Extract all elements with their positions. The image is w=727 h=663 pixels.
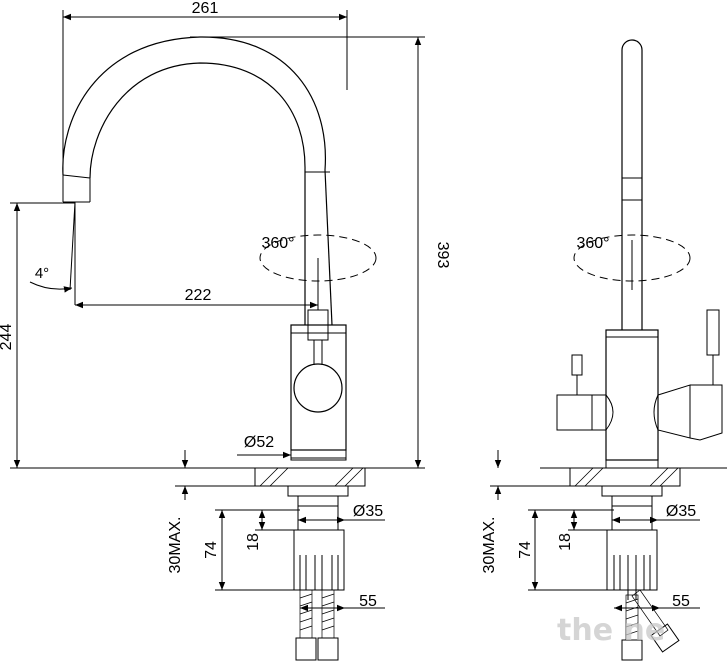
braided-hoses [299,589,335,639]
front-view [490,39,727,661]
front-mounting-nut [601,485,663,497]
dim-hose-width-label: 55 [359,593,377,610]
right-lever-top [706,309,720,356]
spray-angle-line [69,201,76,291]
front-dim-thread-length-label: 18 [557,533,574,551]
dim-height-label: 393 [434,242,451,269]
spout-inner-curve [89,62,306,179]
front-dim-shank-diameter-label: Ø35 [666,503,696,520]
dim-spout-height-label: 244 [0,324,15,351]
angle-arc [29,281,73,293]
body-lever-circle [293,363,343,413]
front-hose-fitting-right [650,623,680,653]
front-dim-rotation-label: 360° [576,235,609,252]
hose-fitting-right [317,637,339,661]
front-shank-body [606,529,658,591]
front-faucet-body [605,329,659,461]
dim-counter-max-label: 30MAX. [167,517,184,574]
watermark-logo: the ne [557,613,665,648]
dim-reach-label: 222 [185,287,212,304]
front-mounting-washer [611,495,653,507]
side-view [10,10,425,661]
front-dim-counter-max-label: 30MAX. [481,517,498,574]
shank-body [293,529,345,591]
pipe-right [324,169,333,326]
front-counter-slab [569,467,681,487]
mounting-nut [287,485,349,497]
dim-thread-length-label: 18 [245,533,262,551]
left-lever-top [571,354,583,376]
right-lever-body [689,384,723,441]
left-lever-joint [592,394,614,431]
front-hose-fitting-left [621,639,643,661]
counter-hatch [259,467,364,487]
dim-shank-diameter-label: Ø35 [353,503,383,520]
dim-rotation-label: 360° [261,235,294,252]
dim-angle-label: 4° [35,265,49,282]
left-lever-body [556,394,593,431]
counter-slab [254,467,366,487]
right-lever-arm [653,384,691,439]
spout-outer-curve [62,36,327,176]
front-spout-column [621,39,643,330]
dim-width-label: 261 [192,0,219,17]
front-rotation-ellipse [573,234,691,282]
faucet-body [290,324,347,451]
shank-tubes [299,555,339,590]
front-shank-tubes [613,555,651,600]
front-base-ring [605,459,659,469]
mounting-washer [297,495,339,507]
spout-tip-line [62,174,91,179]
front-dim-shank-length-label: 74 [517,541,534,559]
dim-base-diameter-label: Ø52 [244,434,274,451]
front-counter-hatch [574,467,679,487]
front-dim-hose-width-label: 55 [672,593,690,610]
dim-shank-length-label: 74 [203,541,220,559]
hose-fitting-left [295,637,317,661]
